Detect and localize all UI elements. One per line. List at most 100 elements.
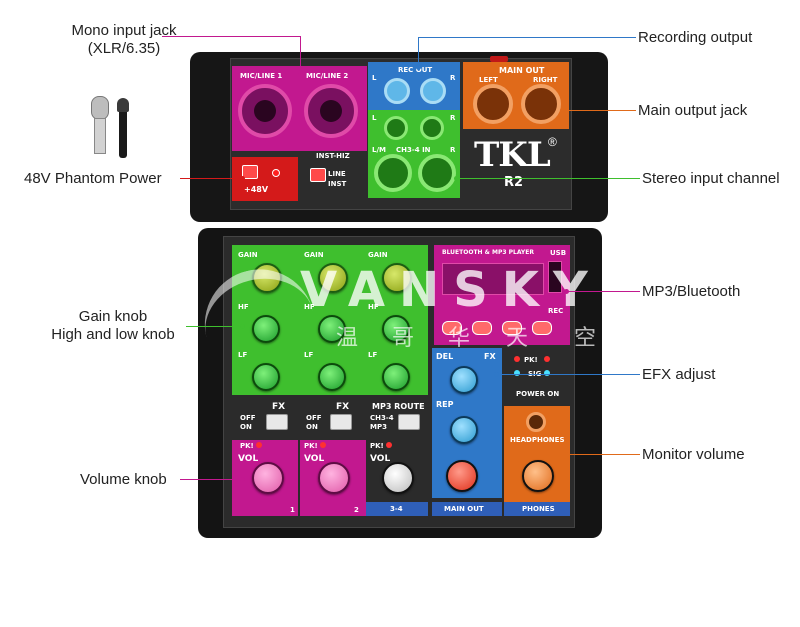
- leader-stereo-input: [456, 178, 640, 179]
- lf-knob-1[interactable]: [252, 363, 280, 391]
- leader-mono-input-v: [300, 36, 301, 72]
- ch34-in-lm-label: L/M: [372, 146, 386, 154]
- hf-knob-3[interactable]: [382, 315, 410, 343]
- ch2-number: 2: [354, 506, 359, 514]
- usb-slot[interactable]: [548, 261, 562, 293]
- main-out-right-label: RIGHT: [533, 76, 558, 84]
- headphone-jack[interactable]: [526, 412, 546, 432]
- watermark-cjk-3: 华: [448, 326, 471, 351]
- hf-label-2: HF: [304, 303, 315, 311]
- main-out-panel: MAIN OUT LEFT RIGHT: [463, 62, 569, 129]
- main-out-left-jack[interactable]: [473, 84, 513, 124]
- callout-gain: Gain knob High and low knob: [38, 308, 188, 344]
- callout-monitor: Monitor volume: [642, 446, 745, 463]
- brand-logo: TKL ® R2: [470, 135, 570, 195]
- delay-knob[interactable]: [450, 366, 478, 394]
- leader-mp3-bt: [566, 291, 640, 292]
- ch34-rca-right[interactable]: [420, 116, 444, 140]
- phones-label: PHONES: [522, 505, 555, 513]
- main-out-volume-knob[interactable]: [446, 460, 478, 492]
- lf-label-2: LF: [304, 351, 314, 359]
- pk-label-34: PK!: [370, 442, 384, 450]
- ch34-in-l-label: L: [372, 114, 377, 122]
- monitor-volume-knob[interactable]: [522, 460, 554, 492]
- hf-knob-1[interactable]: [252, 315, 280, 343]
- watermark-text: VANSKY: [300, 262, 602, 318]
- headphones-label: HEADPHONES: [510, 436, 565, 444]
- fx-on-label-2: ON: [306, 423, 318, 431]
- lf-knob-3[interactable]: [382, 363, 410, 391]
- watermark-cjk-2: 哥: [392, 326, 415, 351]
- brand-trademark: ®: [548, 135, 557, 149]
- rec-out-right-rca[interactable]: [420, 78, 446, 104]
- ch34-number: 3-4: [390, 505, 403, 513]
- callout-hilow-title: High and low knob: [51, 326, 175, 343]
- phones-strip-label: PHONES: [504, 502, 570, 516]
- lf-knob-2[interactable]: [318, 363, 346, 391]
- watermark-cjk: 温 哥 华 天 空: [336, 320, 606, 351]
- pk-led-left: [514, 356, 520, 362]
- volume-knob-ch34[interactable]: [382, 462, 414, 494]
- main-out-top-label: MAIN OUT: [499, 66, 545, 75]
- mic1-label: MIC/LINE 1: [240, 72, 283, 80]
- gain-knob-3[interactable]: [382, 263, 412, 293]
- phantom-power-switch[interactable]: [242, 165, 258, 179]
- ch34-jack-right[interactable]: [418, 154, 456, 192]
- top-edge-red-marker: [490, 56, 508, 62]
- callout-recording-output: Recording output: [638, 29, 753, 46]
- line-inst-switch[interactable]: [310, 168, 326, 182]
- leader-monitor-dot: [564, 452, 569, 457]
- ch34-rca-left[interactable]: [384, 116, 408, 140]
- mp3-button-1[interactable]: [442, 321, 462, 335]
- mic2-jack-center: [320, 100, 342, 122]
- efx-panel: DEL FX REP: [432, 348, 502, 498]
- callout-mono-input-sub: (XLR/6.35): [87, 40, 161, 57]
- lf-label-1: LF: [238, 351, 248, 359]
- lf-label-3: LF: [368, 351, 378, 359]
- fx-switch-2[interactable]: [330, 414, 352, 430]
- sig-led-left: [514, 370, 520, 376]
- rec-out-panel: REC OUT L R: [368, 62, 460, 110]
- rec-label: REC: [548, 307, 564, 315]
- watermark-cjk-5: 空: [574, 326, 597, 351]
- stereo-input-panel: L R CH3-4 IN L/M R: [368, 110, 460, 198]
- mp3-button-3[interactable]: [502, 321, 522, 335]
- fx-off-label-2: OFF: [306, 414, 322, 422]
- ch34-jack-left[interactable]: [374, 154, 412, 192]
- mp3-route-switch[interactable]: [398, 414, 420, 430]
- leader-phantom-dot: [240, 176, 245, 181]
- mp3-route-label: MP3 ROUTE: [372, 402, 425, 411]
- pk-led-34: [386, 442, 392, 448]
- gain-knob-1[interactable]: [252, 263, 282, 293]
- rec-out-left-rca[interactable]: [384, 78, 410, 104]
- leader-gain-dot: [240, 324, 245, 329]
- pk-label-1: PK!: [240, 442, 254, 450]
- main-out-left-label: LEFT: [479, 76, 498, 84]
- headphones-panel: HEADPHONES: [504, 406, 570, 502]
- main-out-right-jack[interactable]: [521, 84, 561, 124]
- gain-knob-2[interactable]: [318, 263, 348, 293]
- repeat-knob[interactable]: [450, 416, 478, 444]
- hf-knob-2[interactable]: [318, 315, 346, 343]
- volume-knob-ch2[interactable]: [318, 462, 350, 494]
- fx-switch-1[interactable]: [266, 414, 288, 430]
- fx-on-label-1: ON: [240, 423, 252, 431]
- callout-efx: EFX adjust: [642, 366, 716, 383]
- volume-knob-ch1[interactable]: [252, 462, 284, 494]
- mic2-label: MIC/LINE 2: [306, 72, 349, 80]
- callout-main-output: Main output jack: [638, 102, 748, 119]
- del-label: DEL: [436, 352, 454, 361]
- leader-monitor: [566, 454, 640, 455]
- fx-label-2: FX: [336, 402, 350, 412]
- pk-led-right: [544, 356, 550, 362]
- pk-label-2: PK!: [304, 442, 318, 450]
- callout-phantom: 48V Phantom Power: [24, 170, 162, 187]
- mp3-button-4[interactable]: [532, 321, 552, 335]
- rec-out-r-label: R: [450, 74, 456, 82]
- rep-label: REP: [436, 400, 454, 409]
- brand-text: TKL: [474, 135, 551, 175]
- inst-label: INST: [328, 180, 347, 188]
- callout-mono-input-title: Mono input jack: [71, 22, 177, 39]
- gain-eq-panel: GAIN GAIN GAIN HF HF HF LF LF LF: [232, 245, 428, 395]
- mp3-button-2[interactable]: [472, 321, 492, 335]
